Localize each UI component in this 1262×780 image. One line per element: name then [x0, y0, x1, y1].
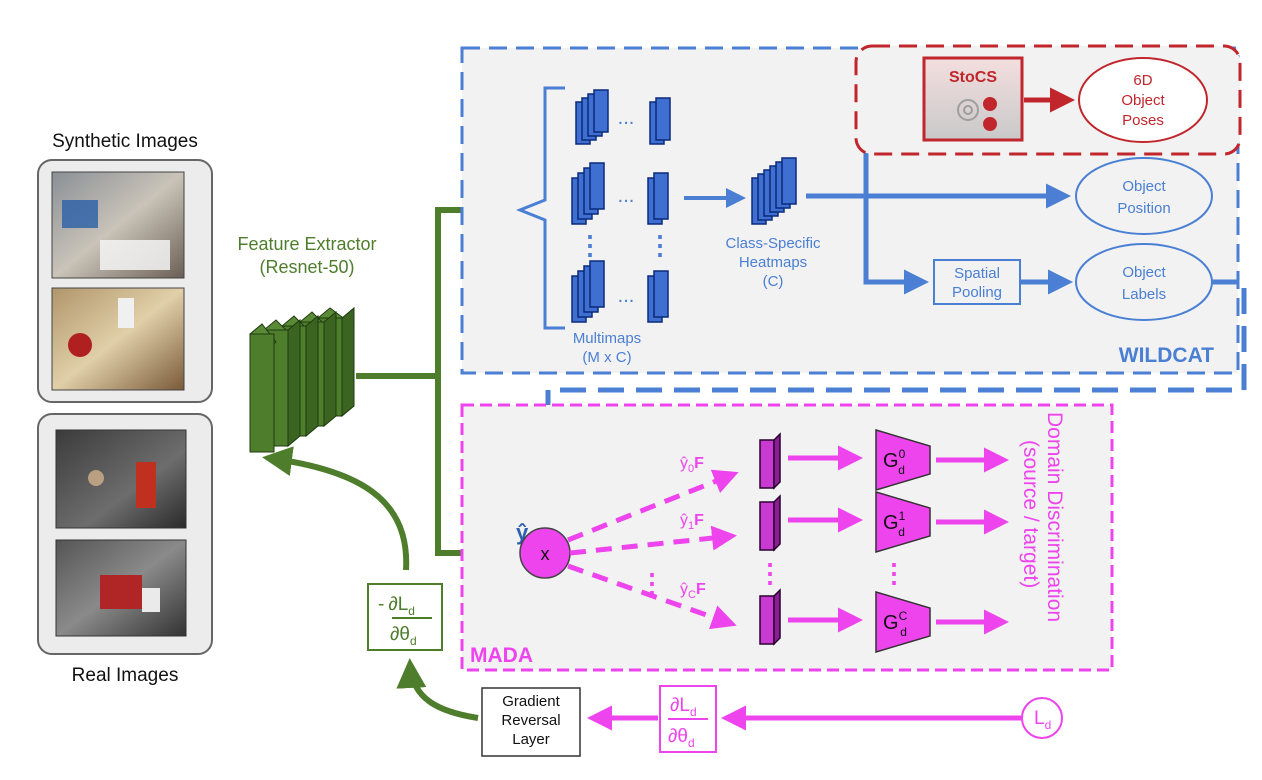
heatmaps-label-3: (C)	[763, 273, 784, 290]
synthetic-bed-shape	[100, 240, 170, 270]
arrow-gradient-to-extractor	[262, 446, 410, 571]
domain-discrimination-label-1: Domain Discrimination	[1043, 412, 1066, 622]
feature-slab-0	[759, 432, 781, 490]
real-mug-shape	[100, 575, 142, 609]
negative-gradient-denominator: ∂θd	[390, 624, 417, 648]
grl-label-3: Layer	[512, 731, 550, 748]
real-images-group: Real Images	[37, 413, 213, 686]
synthetic-object-shape	[62, 200, 98, 228]
gradient-numerator: ∂Ld	[670, 695, 697, 719]
object-labels-label-2: Labels	[1122, 286, 1166, 303]
multimaps-label-2: (M x C)	[582, 349, 631, 366]
spatial-pooling-label-2: Pooling	[952, 284, 1002, 301]
object-poses-label-1: 6D	[1133, 72, 1152, 89]
loss-path: -∂Ld ∂θd Gradient Reversal Layer ∂Ld ∂θd…	[367, 583, 1063, 757]
map-stack-r2-c2	[647, 172, 669, 225]
object-position-label-1: Object	[1122, 178, 1166, 195]
map-stack-r3-c1	[571, 260, 605, 323]
wildcat-label: WILDCAT	[1119, 344, 1214, 367]
multimaps-label-1: Multimaps	[573, 330, 641, 347]
labels-to-mada-dashed-line	[535, 279, 1247, 505]
stocs-title: StoCS	[949, 69, 997, 86]
grl-label-1: Gradient	[502, 693, 560, 710]
real-can-shape	[88, 470, 104, 486]
object-poses-label-3: Poses	[1122, 112, 1164, 129]
feature-extractor: Feature Extractor (Resnet-50)	[237, 234, 377, 453]
map-stack-r1-c2	[649, 97, 671, 145]
map-stack-r1-c1	[575, 89, 609, 145]
feature-dots: ⋮	[757, 558, 783, 588]
feature-slab-c	[759, 588, 781, 646]
map-stack-r3-c2	[647, 270, 669, 323]
multiply-label: x	[541, 544, 550, 564]
multimaps-dots-r2: ...	[618, 185, 635, 207]
feature-extractor-title: Feature Extractor	[237, 234, 376, 254]
object-poses-node	[1078, 57, 1208, 143]
multimaps-vdots-c2: ⋮	[647, 230, 673, 260]
synthetic-images-title: Synthetic Images	[52, 131, 198, 152]
gradient-denominator: ∂θd	[668, 726, 695, 750]
gradient-reversal-layer-box	[481, 687, 581, 757]
feature-extractor-subtitle: (Resnet-50)	[259, 257, 354, 277]
resnet-block-stack	[249, 306, 355, 453]
multimaps-bracket	[515, 86, 565, 330]
negative-gradient-numerator: -∂Ld	[378, 594, 415, 618]
spatial-pooling-box	[933, 259, 1021, 305]
heatmaps-label-2: Heatmaps	[739, 254, 807, 271]
weighted-features	[759, 432, 781, 646]
arrow-grl-to-gradient	[396, 658, 479, 721]
stocs-box	[922, 56, 1024, 142]
grl-label-2: Reversal	[501, 712, 560, 729]
branch-0-label: ŷ0F	[680, 455, 704, 475]
branch-c-label: ŷCF	[680, 581, 706, 601]
spatial-pooling-label-1: Spatial	[954, 265, 1000, 282]
real-box-shape	[136, 462, 156, 508]
domain-discrimination-label-2: (source / target)	[1019, 440, 1042, 588]
object-labels-node	[1075, 243, 1213, 321]
discriminator-output-arrows	[936, 447, 1009, 635]
object-labels-label-1: Object	[1122, 264, 1166, 281]
synthetic-bottle-shape	[118, 298, 134, 328]
domain-loss-node	[1021, 697, 1063, 739]
domain-loss-label: Ld	[1034, 708, 1051, 732]
heatmaps-label-1: Class-Specific	[725, 235, 821, 252]
multimaps-dots-r3: ...	[618, 285, 635, 307]
feature-to-discriminator-arrows	[788, 445, 863, 633]
branch-dots: ⋮	[639, 568, 665, 598]
object-poses-label-2: Object	[1121, 92, 1165, 109]
multimaps-dots-r1: ...	[618, 107, 635, 129]
feature-slab-1	[759, 494, 781, 552]
object-position-node	[1075, 157, 1213, 235]
branch-1-label: ŷ1F	[680, 512, 704, 532]
real-image-1	[55, 429, 187, 529]
gears-icon	[957, 97, 997, 131]
real-tag-shape	[142, 588, 160, 612]
synthetic-images-group: Synthetic Images	[37, 131, 213, 403]
synthetic-mug-shape	[68, 333, 92, 357]
discriminator-dots: ⋮	[881, 558, 907, 588]
multimaps-stacks	[571, 89, 671, 323]
arrow-heatmaps-to-pooling	[863, 196, 929, 295]
heatmaps-stack	[751, 157, 797, 225]
multimaps-vdots-c1: ⋮	[577, 230, 603, 260]
map-stack-r2-c1	[571, 162, 605, 225]
mada-label: MADA	[470, 644, 533, 667]
real-images-title: Real Images	[72, 665, 179, 686]
stocs-panel: StoCS 6D Object Poses	[854, 44, 1242, 156]
mada-branch-arrows	[567, 469, 739, 630]
object-position-label-2: Position	[1117, 200, 1170, 217]
